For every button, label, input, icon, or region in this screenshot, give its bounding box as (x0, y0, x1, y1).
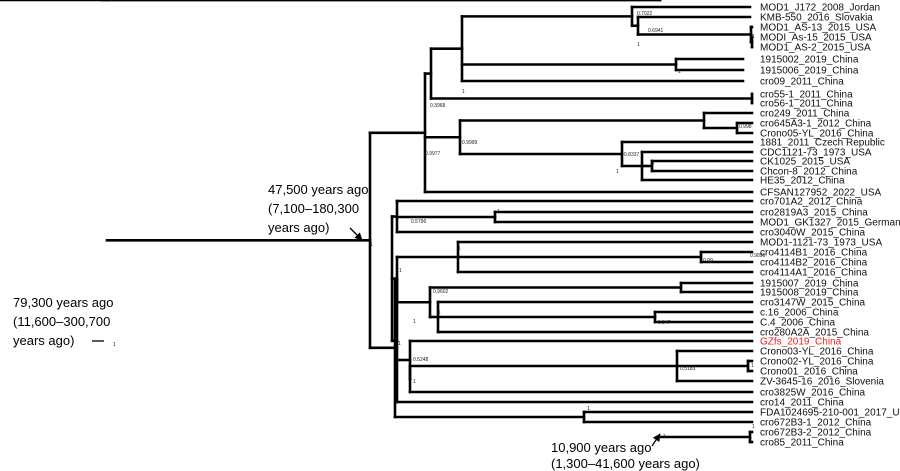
support-value: 1 (587, 406, 590, 412)
annotation-line: 10,900 years ago (551, 440, 651, 455)
annotation-line: years ago) (13, 333, 74, 348)
support-value: 1 (438, 310, 441, 316)
taxon-label-highlighted: GZfs_2019_China (760, 337, 842, 348)
annotation-line: (11,600–300,700 (13, 314, 110, 329)
support-value: 0.9896 (750, 253, 766, 259)
taxon-labels: MOD1_J172_2008_Jordan KMB-550_2016_Slova… (760, 3, 900, 449)
support-value: 1 (413, 319, 416, 325)
taxon-label: cro4114B2_2016_China (760, 258, 868, 269)
support-value: 0.8337 (624, 152, 640, 158)
taxon-label: MOD1_AS-2_2015_USA (760, 43, 871, 54)
taxon-label: Chcon-8_2012_China (760, 167, 858, 178)
annotation-line: years ago) (268, 220, 329, 235)
taxon-label: cro85_2011_China (760, 438, 844, 449)
taxon-label: c.16_2006_China (760, 308, 839, 319)
support-value: 1 (652, 160, 655, 166)
taxon-label: cro645A3-1_2012_China (760, 119, 872, 130)
taxon-label: MODI_As-15_2015_USA (760, 33, 872, 44)
support-value: 1 (752, 424, 755, 430)
taxon-label: KMB-550_2016_Slovakia (760, 13, 873, 24)
annotation-arrow (349, 227, 363, 241)
taxon-label: Crono02-YL_2016_China (760, 357, 874, 368)
taxon-label: 1915002_2019_China (760, 55, 859, 66)
support-value: 1 (399, 268, 402, 274)
support-value: 1 (413, 379, 416, 385)
taxon-label: cro56-1_2011_China (760, 99, 853, 110)
bottom-clade-annotation: 10,900 years ago (1,300–41,600 years ago… (551, 433, 700, 471)
taxon-label: 1915008_2019_China (760, 288, 859, 299)
taxon-label: cro2819A3_2015_China (760, 208, 868, 219)
taxon-label: 1881_2011_Czech Republic (760, 138, 885, 149)
support-value: 1 (458, 246, 461, 252)
taxon-label: MOD1_AS-13_2015_USA (760, 23, 877, 34)
annotation-arrow (651, 433, 661, 447)
support-value: 1 (113, 342, 116, 348)
taxon-label: 1915007_2019_China (760, 279, 859, 290)
taxon-label: C.4_2006_China (760, 318, 835, 329)
annotation-line: 47,500 years ago (268, 182, 368, 197)
annotation-line: 79,300 years ago (13, 295, 113, 310)
support-values: 0.7022 0.6941 1 1 1 1 0.3968 0.998 0.999… (113, 11, 766, 440)
support-value: 1 (678, 69, 681, 75)
taxon-label: CDC1121-73_1973_USA (760, 148, 872, 159)
support-value: 0.998 (739, 124, 752, 130)
support-value: 0.99 (703, 258, 713, 264)
taxon-label: cro3147W_2015_China (760, 298, 866, 309)
taxon-label: FDA1024695-210-001_2017_USA (760, 408, 900, 419)
support-value: 1 (751, 363, 754, 369)
taxon-label: cro280A2A_2015_China (760, 328, 869, 339)
support-value: 0.9999 (462, 140, 478, 146)
support-value: 0.5796 (411, 219, 427, 225)
taxon-label: cro3825W_2016_China (760, 388, 866, 399)
taxon-label: 1915006_2019_China (760, 66, 859, 77)
taxon-label: cro14_2011_China (760, 398, 844, 409)
support-value: 1 (663, 434, 666, 440)
support-value: 0.3968 (430, 103, 446, 109)
taxon-label: cro09_2011_China (760, 77, 844, 88)
taxon-label: MOD1_GK1327_2015_Germany (760, 218, 900, 229)
support-value: 0.6941 (648, 28, 664, 34)
taxon-label: cro672B3-1_2012_China (760, 418, 872, 429)
taxon-label: MOD1_J172_2008_Jordan (760, 3, 880, 14)
taxon-label: cro3040W_2015_China (760, 228, 866, 239)
support-value: 0.9977 (425, 151, 441, 157)
support-value: 0.9602 (433, 289, 449, 295)
taxon-label: Crono01_2016_China (760, 367, 858, 378)
support-value: 1 (497, 209, 500, 215)
support-value: 1 (398, 341, 401, 347)
support-value: 1 (462, 89, 465, 95)
taxon-label: cro701A2_2012_China (760, 197, 863, 208)
root-node-annotation: 79,300 years ago (11,600–300,700 years a… (13, 295, 113, 348)
tree-branches (0, 0, 754, 444)
taxon-label: ZV-3645-16_2016_Slovenia (760, 377, 884, 388)
taxon-label: CK1025_2015_USA (760, 157, 850, 168)
support-value: 0.7022 (637, 11, 653, 17)
support-value: 1 (637, 42, 640, 48)
support-value: 0.547 (658, 320, 671, 326)
support-value: 0.5248 (413, 357, 429, 363)
inner-node-annotation: 47,500 years ago (7,100–180,300 years ag… (268, 182, 368, 241)
taxon-label: cro4114A1_2016_China (760, 268, 868, 279)
taxon-label: cro4114B1_2016_China (760, 248, 868, 259)
taxon-label: Crono05-YL_2016_China (760, 129, 874, 140)
taxon-label: cro55-1_2011_China (760, 90, 853, 101)
support-value: 1 (752, 34, 755, 40)
taxon-label: HE35_2012_China (760, 176, 845, 187)
taxon-label: Crono03-YL_2016_China (760, 347, 874, 358)
annotation-line: (1,300–41,600 years ago) (551, 456, 700, 471)
taxon-label: cro672B3-2_2012_China (760, 428, 872, 439)
taxon-label: cro249_2011_China (760, 109, 850, 120)
support-value: 0.5183 (680, 366, 696, 372)
support-value: 1 (370, 242, 373, 248)
divergence-annotations: 47,500 years ago (7,100–180,300 years ag… (13, 182, 700, 471)
taxon-label: CFSAN127952_2022_USA (760, 188, 882, 199)
taxon-label: MOD1-1121-73_1973_USA (760, 238, 882, 249)
annotation-line: (7,100–180,300 (268, 201, 359, 216)
support-value: 1 (616, 169, 619, 175)
